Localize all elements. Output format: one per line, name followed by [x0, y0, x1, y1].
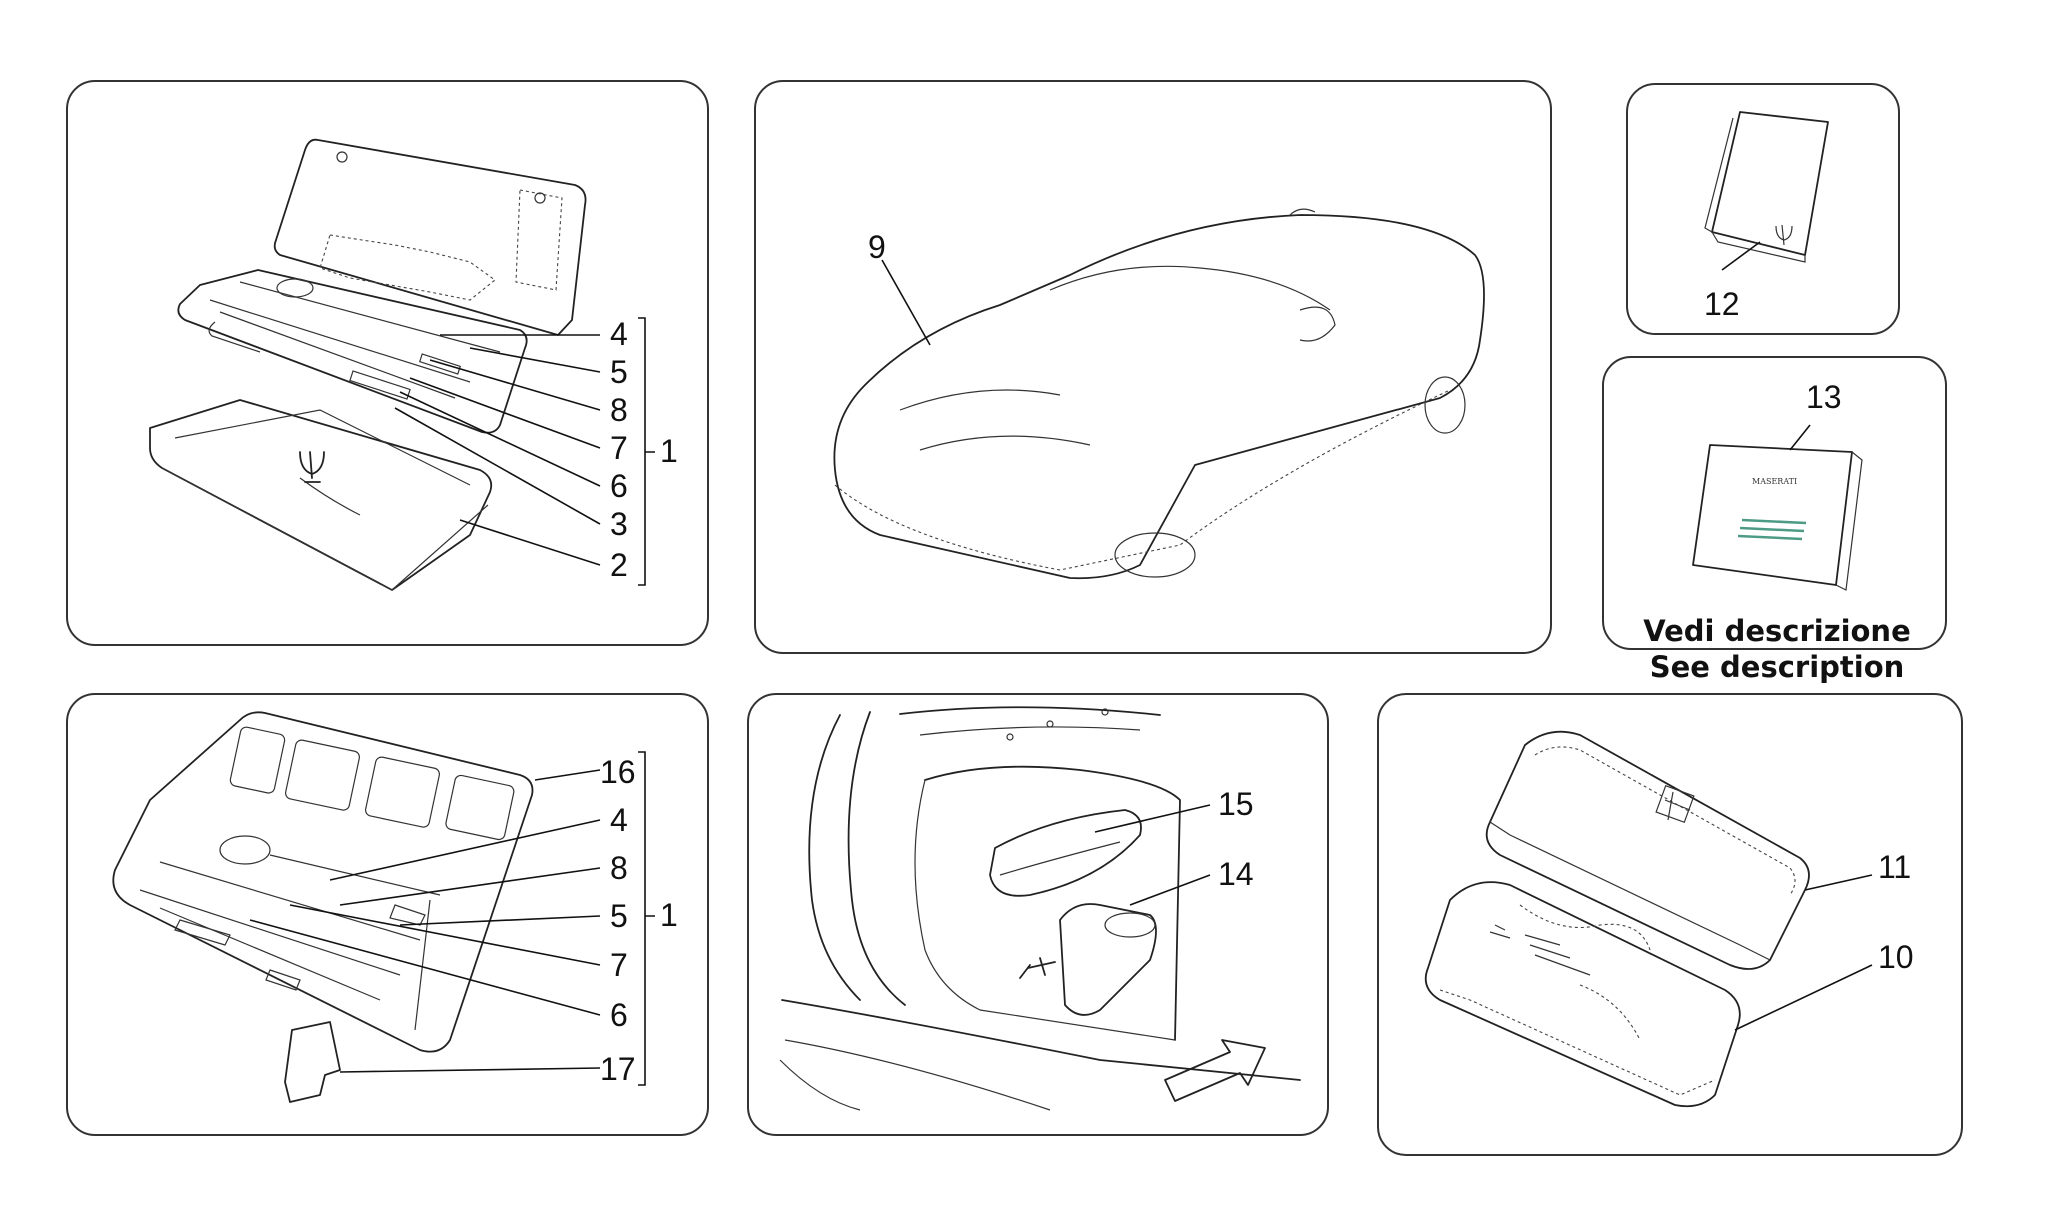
panel-manual-13: MASERATI 13 Vedi descrizione See descrip… — [1602, 356, 1947, 684]
callout-2: 2 — [610, 547, 628, 583]
car-cover-illustration — [833, 208, 1485, 580]
callout-16: 16 — [600, 754, 636, 790]
tool-kit-illustration — [149, 138, 587, 591]
manual-book-illustration — [1704, 111, 1829, 263]
panel-tool-kit: 4 5 8 7 6 3 2 1 — [66, 80, 709, 646]
arrow-icon — [1164, 1039, 1266, 1102]
panel-car-cover: 9 — [754, 80, 1552, 654]
book-brand-text: MASERATI — [1752, 477, 1797, 486]
callout-14: 14 — [1218, 856, 1254, 892]
callout-3: 3 — [610, 506, 628, 542]
group-label-1: 1 — [660, 897, 678, 933]
callout-4: 4 — [610, 802, 628, 838]
callout-9: 9 — [868, 229, 886, 265]
callout-6: 6 — [610, 997, 628, 1033]
trident-logo-icon — [1655, 784, 1695, 824]
panel-tool-tray: 16 4 8 5 7 6 17 1 — [66, 693, 709, 1136]
callout-4: 4 — [610, 316, 628, 352]
callout-8: 8 — [610, 392, 628, 428]
note-italian: Vedi descrizione — [1643, 614, 1911, 648]
trunk-illustration — [779, 706, 1301, 1111]
trident-logo-icon — [299, 451, 325, 483]
callout-11: 11 — [1878, 849, 1911, 885]
note-english: See description — [1650, 650, 1905, 684]
callout-7: 7 — [610, 947, 628, 983]
callout-5: 5 — [610, 354, 628, 390]
callout-13: 13 — [1806, 379, 1842, 415]
callout-5: 5 — [610, 898, 628, 934]
manual-booklet-illustration: MASERATI — [1692, 444, 1863, 591]
callout-8: 8 — [610, 850, 628, 886]
panel-manual-12: 12 — [1626, 83, 1900, 335]
tool-tray-illustration — [112, 711, 534, 1103]
callout-17: 17 — [600, 1051, 636, 1087]
callout-6: 6 — [610, 468, 628, 504]
bags-illustration — [1424, 730, 1810, 1108]
panel-bags: 11 10 — [1377, 693, 1963, 1156]
trident-logo-icon — [1775, 224, 1793, 246]
callout-15: 15 — [1218, 786, 1254, 822]
callout-10: 10 — [1878, 939, 1914, 975]
callout-12: 12 — [1704, 286, 1740, 322]
panel-trunk: 15 14 — [747, 693, 1329, 1136]
group-label-1: 1 — [660, 433, 678, 469]
callout-7: 7 — [610, 430, 628, 466]
